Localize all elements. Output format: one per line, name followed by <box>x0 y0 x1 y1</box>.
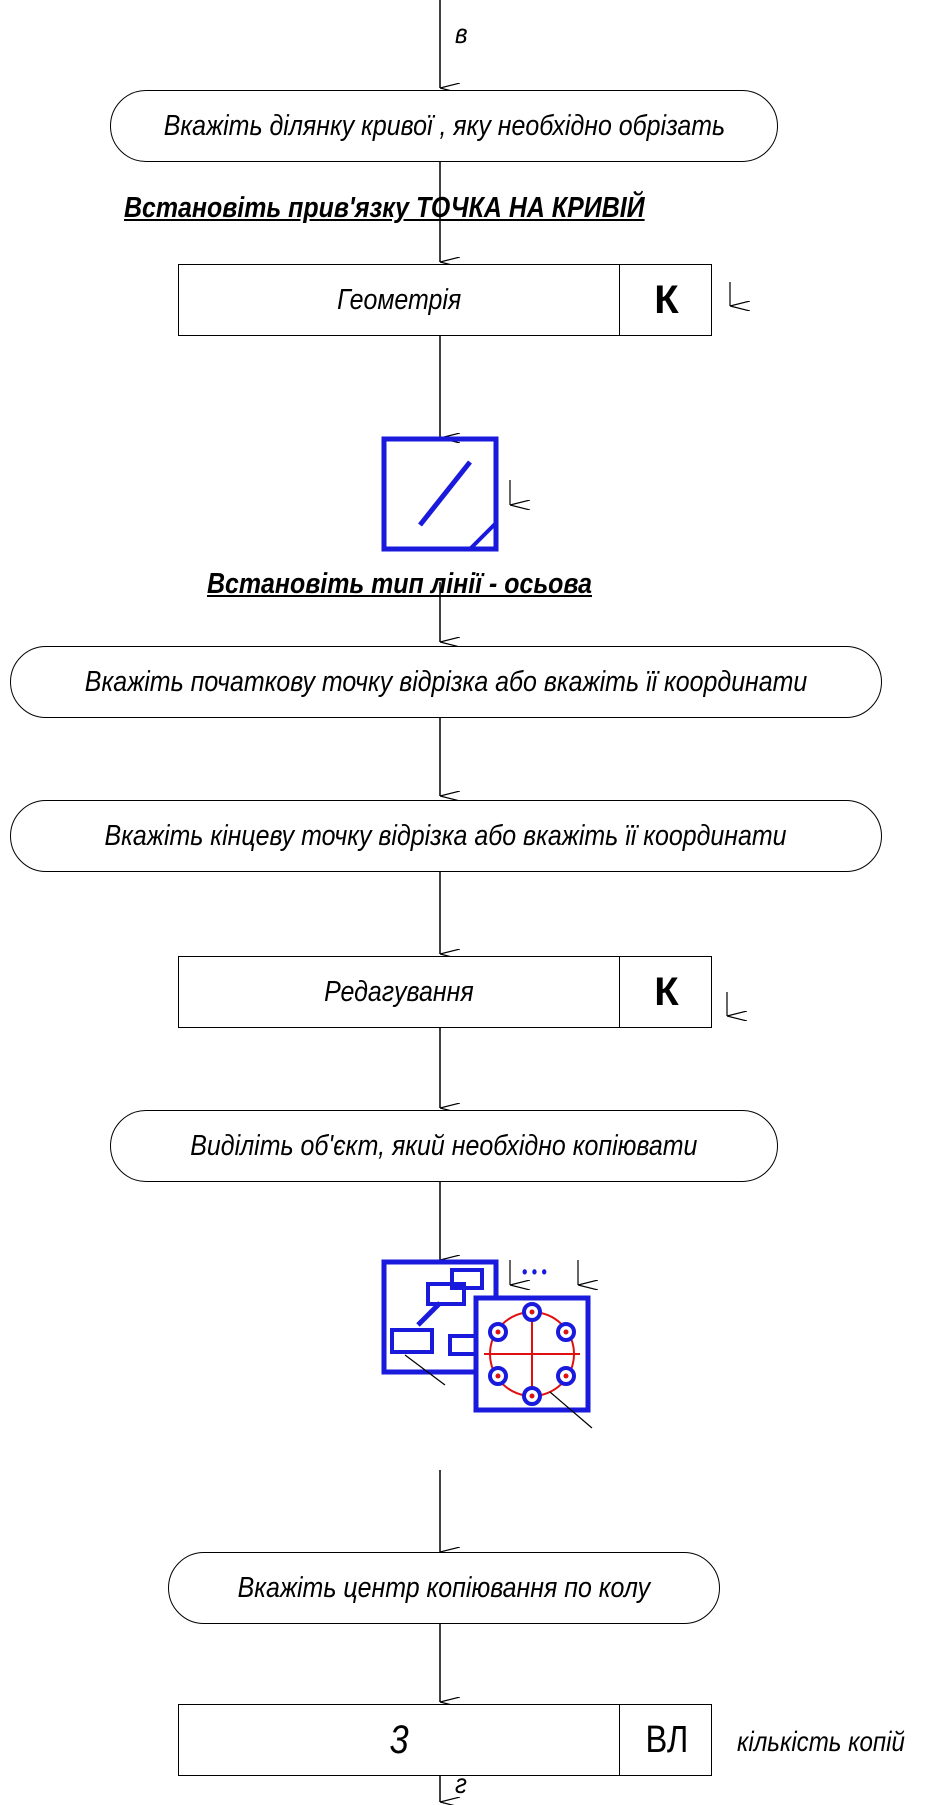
dots-indicator: • • • <box>522 1262 547 1282</box>
instruction-set-line-type: Встановіть тип лінії - осьова <box>207 568 592 600</box>
step-select-curve-segment: Вкажіть ділянку кривої , яку необхідно о… <box>110 90 778 162</box>
step-select-object-text: Виділіть об'єкт, який необхідно копіюват… <box>190 1129 698 1162</box>
circular-copy-tool-icon[interactable] <box>381 1259 593 1429</box>
edit-key: К <box>654 969 679 1014</box>
connector-label-bottom: г <box>455 1768 467 1799</box>
step-select-object: Виділіть об'єкт, який необхідно копіюват… <box>110 1110 778 1182</box>
step-start-point: Вкажіть початкову точку відрізка або вка… <box>10 646 882 718</box>
instruction-set-snap: Встановіть прив'язку ТОЧКА НА КРИВІЙ <box>124 192 645 224</box>
copies-count-value: 3 <box>389 1717 409 1762</box>
step-end-point-text: Вкажіть кінцеву точку відрізка або вкажі… <box>104 819 787 852</box>
edit-menu-box[interactable]: Редагування К <box>178 956 712 1028</box>
line-segment-tool-icon[interactable] <box>381 436 499 552</box>
geometry-menu-box[interactable]: Геометрія К <box>178 264 712 336</box>
copies-count-box[interactable]: 3 ВЛ <box>178 1704 712 1776</box>
step-select-curve-segment-text: Вкажіть ділянку кривої , яку необхідно о… <box>163 109 725 142</box>
edit-menu-label: Редагування <box>324 975 474 1008</box>
copies-key: ВЛ <box>645 1718 688 1761</box>
copy-tool-hint-arrows <box>509 1260 578 1285</box>
geometry-menu-label: Геометрія <box>336 283 462 316</box>
step-copy-center-text: Вкажіть центр копіювання по колу <box>237 1571 651 1604</box>
step-copy-center: Вкажіть центр копіювання по колу <box>168 1552 720 1624</box>
step-start-point-text: Вкажіть початкову точку відрізка або вка… <box>84 665 808 698</box>
step-end-point: Вкажіть кінцеву точку відрізка або вкажі… <box>10 800 882 872</box>
connector-label-top: в <box>455 18 468 49</box>
geometry-key: К <box>654 277 679 322</box>
copies-note: кількість копій <box>737 1726 905 1757</box>
